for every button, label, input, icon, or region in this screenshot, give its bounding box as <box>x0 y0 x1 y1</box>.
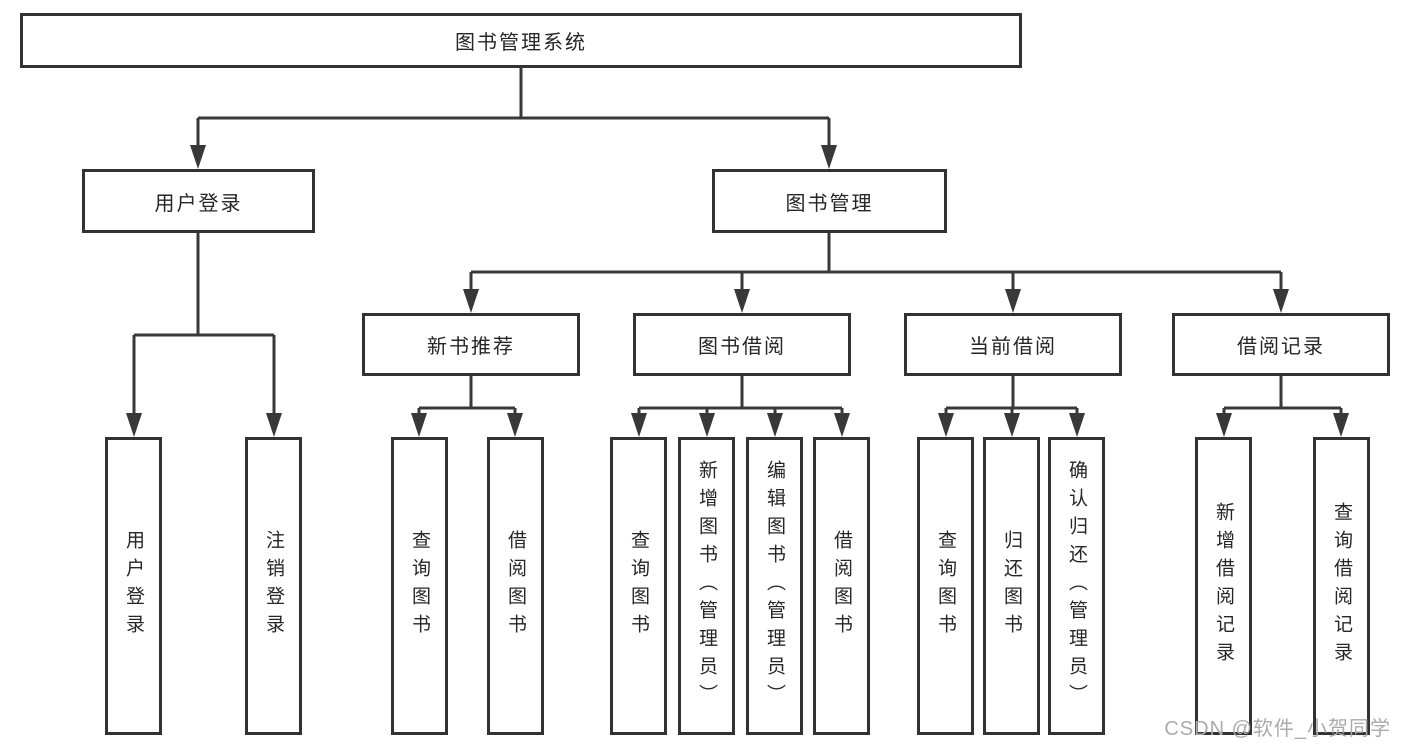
node-borrow-records: 借阅记录 <box>1172 313 1390 376</box>
connector-book-borrow-to-leaves <box>631 376 850 437</box>
leaf-add-book-admin: 新增图书（管理员） <box>678 437 735 735</box>
leaf-label: 编辑图书（管理员） <box>764 460 785 712</box>
leaf-label: 新增图书（管理员） <box>696 460 717 712</box>
connector-new-book-recommend-to-leaves <box>411 376 523 437</box>
leaf-user-login: 用户登录 <box>105 437 162 735</box>
node-book-borrow: 图书借阅 <box>633 313 851 376</box>
leaf-label: 查询借阅记录 <box>1331 502 1352 670</box>
node-user-login: 用户登录 <box>82 169 315 233</box>
leaf-borrow-books: 借阅图书 <box>813 437 870 735</box>
connector-root-to-level1 <box>190 68 837 169</box>
leaf-label: 借阅图书 <box>505 530 526 642</box>
leaf-confirm-return-admin: 确认归还（管理员） <box>1048 437 1105 735</box>
leaf-query-borrow-record: 查询借阅记录 <box>1313 437 1370 735</box>
connector-borrow-records-to-leaves <box>1216 376 1349 437</box>
leaf-query-books-current: 查询图书 <box>917 437 974 735</box>
leaf-borrow-books-recommend: 借阅图书 <box>487 437 544 735</box>
node-library-system: 图书管理系统 <box>20 13 1022 68</box>
leaf-edit-book-admin: 编辑图书（管理员） <box>746 437 803 735</box>
leaf-label: 确认归还（管理员） <box>1066 460 1087 712</box>
node-label: 用户登录 <box>154 192 243 215</box>
node-label: 当前借阅 <box>969 336 1057 358</box>
leaf-add-borrow-record: 新增借阅记录 <box>1195 437 1252 735</box>
node-label: 图书管理 <box>785 192 874 215</box>
leaf-return-book: 归还图书 <box>983 437 1040 735</box>
connector-book-management-to-level2 <box>463 233 1289 313</box>
leaf-label: 查询图书 <box>409 530 430 642</box>
leaf-label: 查询图书 <box>628 530 649 642</box>
leaf-logout: 注销登录 <box>245 437 302 735</box>
node-current-borrow: 当前借阅 <box>904 313 1122 376</box>
leaf-label: 查询图书 <box>935 530 956 642</box>
node-new-book-recommend: 新书推荐 <box>362 313 580 376</box>
node-label: 新书推荐 <box>427 336 515 358</box>
node-label: 借阅记录 <box>1237 336 1325 358</box>
connector-user-login-to-leaves <box>126 233 282 437</box>
leaf-label: 注销登录 <box>263 530 284 642</box>
node-label: 图书借阅 <box>698 336 786 358</box>
leaf-label: 新增借阅记录 <box>1213 502 1234 670</box>
node-label: 图书管理系统 <box>455 32 587 54</box>
leaf-query-books-recommend: 查询图书 <box>391 437 448 735</box>
leaf-label: 借阅图书 <box>831 530 852 642</box>
csdn-watermark: CSDN @软件_小贺同学 <box>1164 718 1391 740</box>
leaf-label: 用户登录 <box>123 530 144 642</box>
connector-current-borrow-to-leaves <box>938 376 1085 437</box>
node-book-management: 图书管理 <box>712 169 947 233</box>
leaf-label: 归还图书 <box>1001 530 1022 642</box>
leaf-query-books-borrow: 查询图书 <box>610 437 667 735</box>
